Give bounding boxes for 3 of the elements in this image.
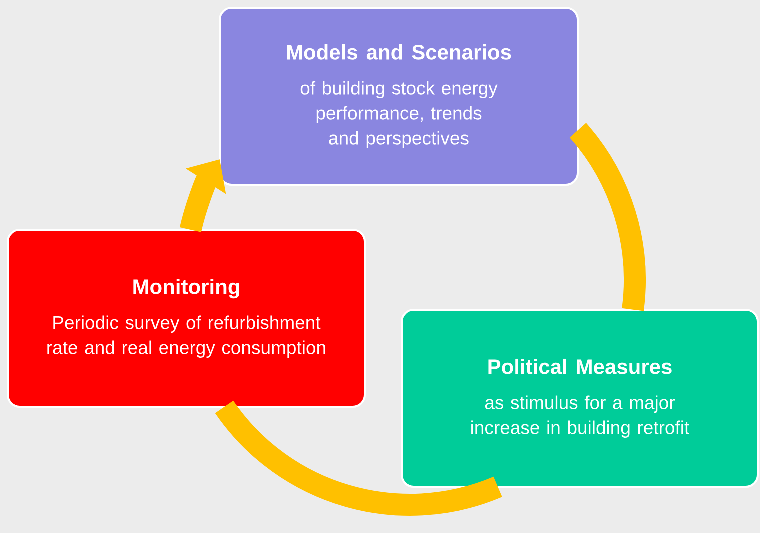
process-box: Models and Scenarios of building stock energy performance, trends and perspectives [219, 7, 579, 186]
process-box: Monitoring Periodic survey of refurbishment rate and real energy consumption [7, 229, 366, 408]
process-box: Political Measures as stimulus for a major increase in building retrofit [401, 309, 759, 488]
